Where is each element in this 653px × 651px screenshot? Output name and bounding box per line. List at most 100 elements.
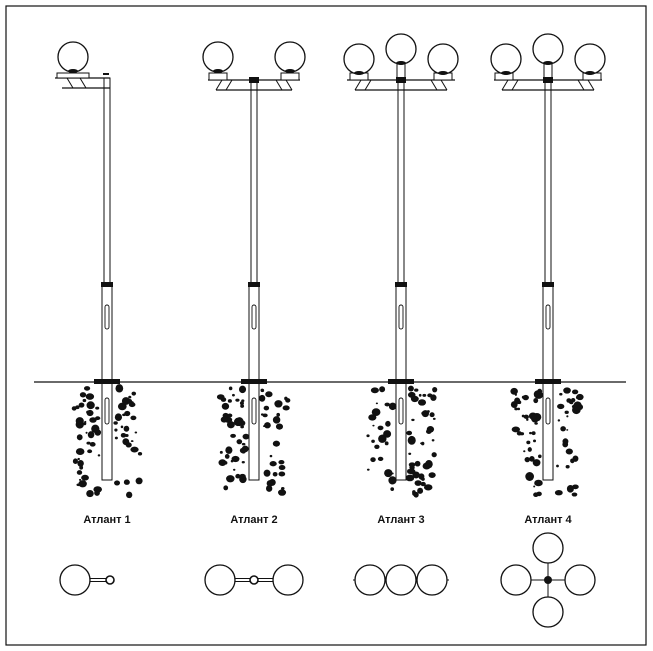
base-flange [388,379,414,384]
gravel-dot [265,485,273,492]
lamp-post-1 [55,41,143,499]
gravel-dot [72,458,78,464]
gravel-dot [408,452,412,455]
gravel-dot [418,393,422,397]
globe-lamp [343,43,375,75]
gravel-dot [128,395,132,399]
gravel-dot [276,412,281,417]
model-label-4: Атлант 4 [524,514,572,526]
gravel-dot [78,402,85,408]
gravel-dot [557,403,565,410]
plan-globe [204,564,236,596]
gravel-dot [120,432,127,438]
model-label-1: Атлант 1 [83,514,130,526]
gravel-dot [239,447,247,454]
pole-upper [103,77,111,285]
gravel-dot [216,394,225,400]
plan-globe [564,564,596,596]
plan-globe [59,564,91,596]
gravel-dot [527,447,532,452]
gravel-dot [114,428,118,432]
anchor-slot [545,397,551,425]
globe-socket [438,71,448,75]
plan-globe [354,564,386,596]
globe-socket [585,71,595,75]
gravel-dot [405,474,415,482]
gravel-dot [258,394,266,402]
lamp-post-4 [490,33,606,497]
pole-collar [542,282,554,287]
gravel-dot [79,392,87,398]
base-flange [535,379,561,384]
gravel-dot [130,415,137,421]
arm-strut [440,79,448,91]
pole-upper [250,77,258,285]
gravel-dot [531,431,536,436]
plan-view-1 [59,564,115,596]
gravel-dot [226,421,235,429]
gravel-dot [407,385,414,392]
gravel-dot [514,393,518,396]
gravel-dot [386,420,390,423]
gravel-dot [238,385,247,394]
gravel-dot [510,387,518,395]
gravel-dot [223,485,229,491]
gravel-dot [227,399,232,403]
gravel-dot [75,417,84,425]
gravel-dot [368,414,377,421]
gravel-dot [97,454,101,457]
gravel-dot [233,417,242,427]
gravel-dot [225,446,233,454]
gravel-dot [412,491,417,496]
gravel-dot [420,481,426,487]
gravel-dot [523,450,526,453]
gravel-dot [219,450,223,454]
gravel-dot [87,449,93,454]
globe-lamp [427,43,459,75]
gravel-dot [576,393,584,401]
gravel-dot [130,446,139,453]
arm-strut [501,79,509,91]
gravel-dot [566,429,569,431]
gravel-dot [533,485,536,488]
gravel-dot [77,457,80,461]
gravel-dot [377,456,384,461]
gravel-dot [124,433,129,437]
gravel-dot [384,441,389,446]
gravel-dot [525,472,534,481]
gravel-dot [113,421,118,425]
globe-socket [543,61,553,65]
arm-strut [430,79,438,91]
gravel-dot [120,425,124,429]
gravel-dot [282,405,290,411]
gravel-dot [383,430,392,438]
gravel-dot [236,439,243,445]
gravel-dot [232,468,236,471]
pole-collar [101,282,113,287]
gravel-dot [371,408,381,416]
gravel-dot [563,387,571,394]
gravel-dot [417,399,427,406]
gravel-dot [134,431,138,434]
gravel-dot [420,442,423,445]
globe-lamp [57,41,89,73]
base-flange [241,379,267,384]
gravel-dot [566,398,572,403]
gravel-dot [278,459,285,465]
gravel-dot [431,452,437,458]
gravel-dot [526,418,529,421]
arm-hub [249,77,259,83]
gravel-dot [124,479,130,484]
gravel-dot [280,487,285,490]
gravel-dot [390,482,394,485]
gravel-dot [384,402,390,407]
arm-strut [364,79,372,91]
service-door [545,304,551,330]
pole-upper [544,77,552,285]
gravel-dot [370,457,376,463]
gravel-dot [428,472,436,478]
gravel-dot [411,418,415,422]
globe-socket [285,69,295,73]
gravel-dot [534,422,538,425]
plan-view-4 [500,532,596,628]
